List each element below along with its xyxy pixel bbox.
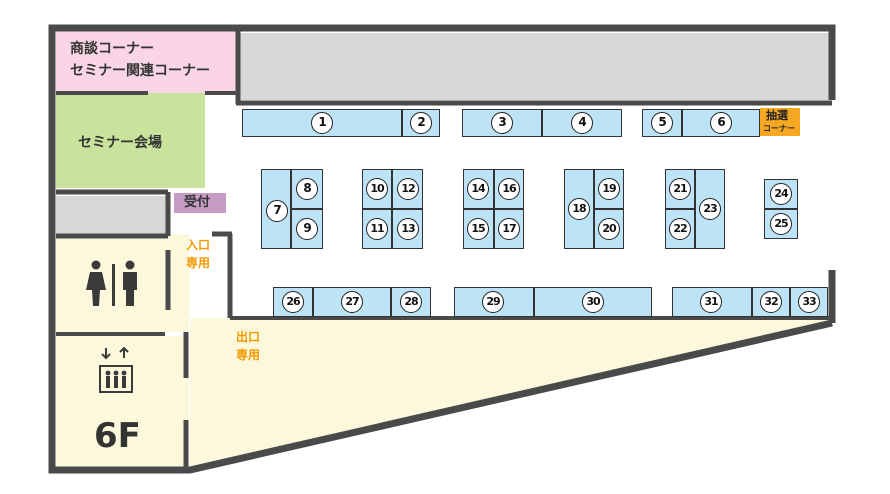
booth-number-28: 28 <box>400 291 422 313</box>
booth-number-23: 23 <box>699 198 721 220</box>
booth-number-1: 1 <box>311 112 333 134</box>
restroom-icon <box>86 260 137 306</box>
lottery-label-1: 抽選 <box>766 109 788 122</box>
booth-number-33: 33 <box>798 291 820 313</box>
booth-number-11: 11 <box>366 218 388 240</box>
booth-number-7: 7 <box>266 200 288 222</box>
floor-label: 6F <box>94 416 141 456</box>
storage-area <box>56 196 168 234</box>
reception-label: 受付 <box>184 195 211 210</box>
booth-number-8: 8 <box>296 178 318 200</box>
booth-number-27: 27 <box>341 291 363 313</box>
corridor-area <box>190 318 832 466</box>
booth-number-6: 6 <box>710 112 732 134</box>
booth-number-24: 24 <box>770 183 792 205</box>
booth-number-4: 4 <box>571 112 593 134</box>
lottery-corner-area <box>760 108 800 136</box>
seminar-hall-area <box>56 93 205 188</box>
entrance-label-2: 専用 <box>186 256 211 270</box>
exit-label-2: 専用 <box>236 348 261 362</box>
booth-number-30: 30 <box>582 291 604 313</box>
booth-number-22: 22 <box>669 218 691 240</box>
booth-number-17: 17 <box>498 218 520 240</box>
business-corner-label: 商談コーナー <box>70 41 154 57</box>
booth-number-19: 19 <box>598 178 620 200</box>
booth-number-31: 31 <box>700 291 722 313</box>
outer-wall <box>48 24 836 474</box>
booth-number-10: 10 <box>366 178 388 200</box>
booth-number-26: 26 <box>282 291 304 313</box>
exit-label-1: 出口 <box>236 330 261 344</box>
booth-number-2: 2 <box>410 112 432 134</box>
business-corner-area <box>56 31 236 93</box>
booth-number-21: 21 <box>669 178 691 200</box>
booth-number-15: 15 <box>467 218 489 240</box>
booth-number-13: 13 <box>397 218 419 240</box>
booth-number-3: 3 <box>491 112 513 134</box>
booth-number-18: 18 <box>568 198 590 220</box>
booth-number-29: 29 <box>482 291 504 313</box>
reception-area <box>174 193 226 213</box>
booth-number-25: 25 <box>770 213 792 235</box>
booth-number-5: 5 <box>651 112 673 134</box>
lottery-label-2: コーナー <box>763 124 795 133</box>
booth-number-16: 16 <box>498 178 520 200</box>
booth-number-14: 14 <box>467 178 489 200</box>
booth-number-32: 32 <box>760 291 782 313</box>
booth-number-12: 12 <box>397 178 419 200</box>
entrance-label-1: 入口 <box>186 238 211 252</box>
seminar-corner-label: セミナー関連コーナー <box>70 63 210 79</box>
elevator-hall-area <box>56 336 189 466</box>
elevator-icon <box>99 346 133 393</box>
seminar-hall-label: セミナー会場 <box>78 135 162 151</box>
stage-area <box>238 33 832 100</box>
booth-number-9: 9 <box>296 218 318 240</box>
booth-number-20: 20 <box>598 218 620 240</box>
